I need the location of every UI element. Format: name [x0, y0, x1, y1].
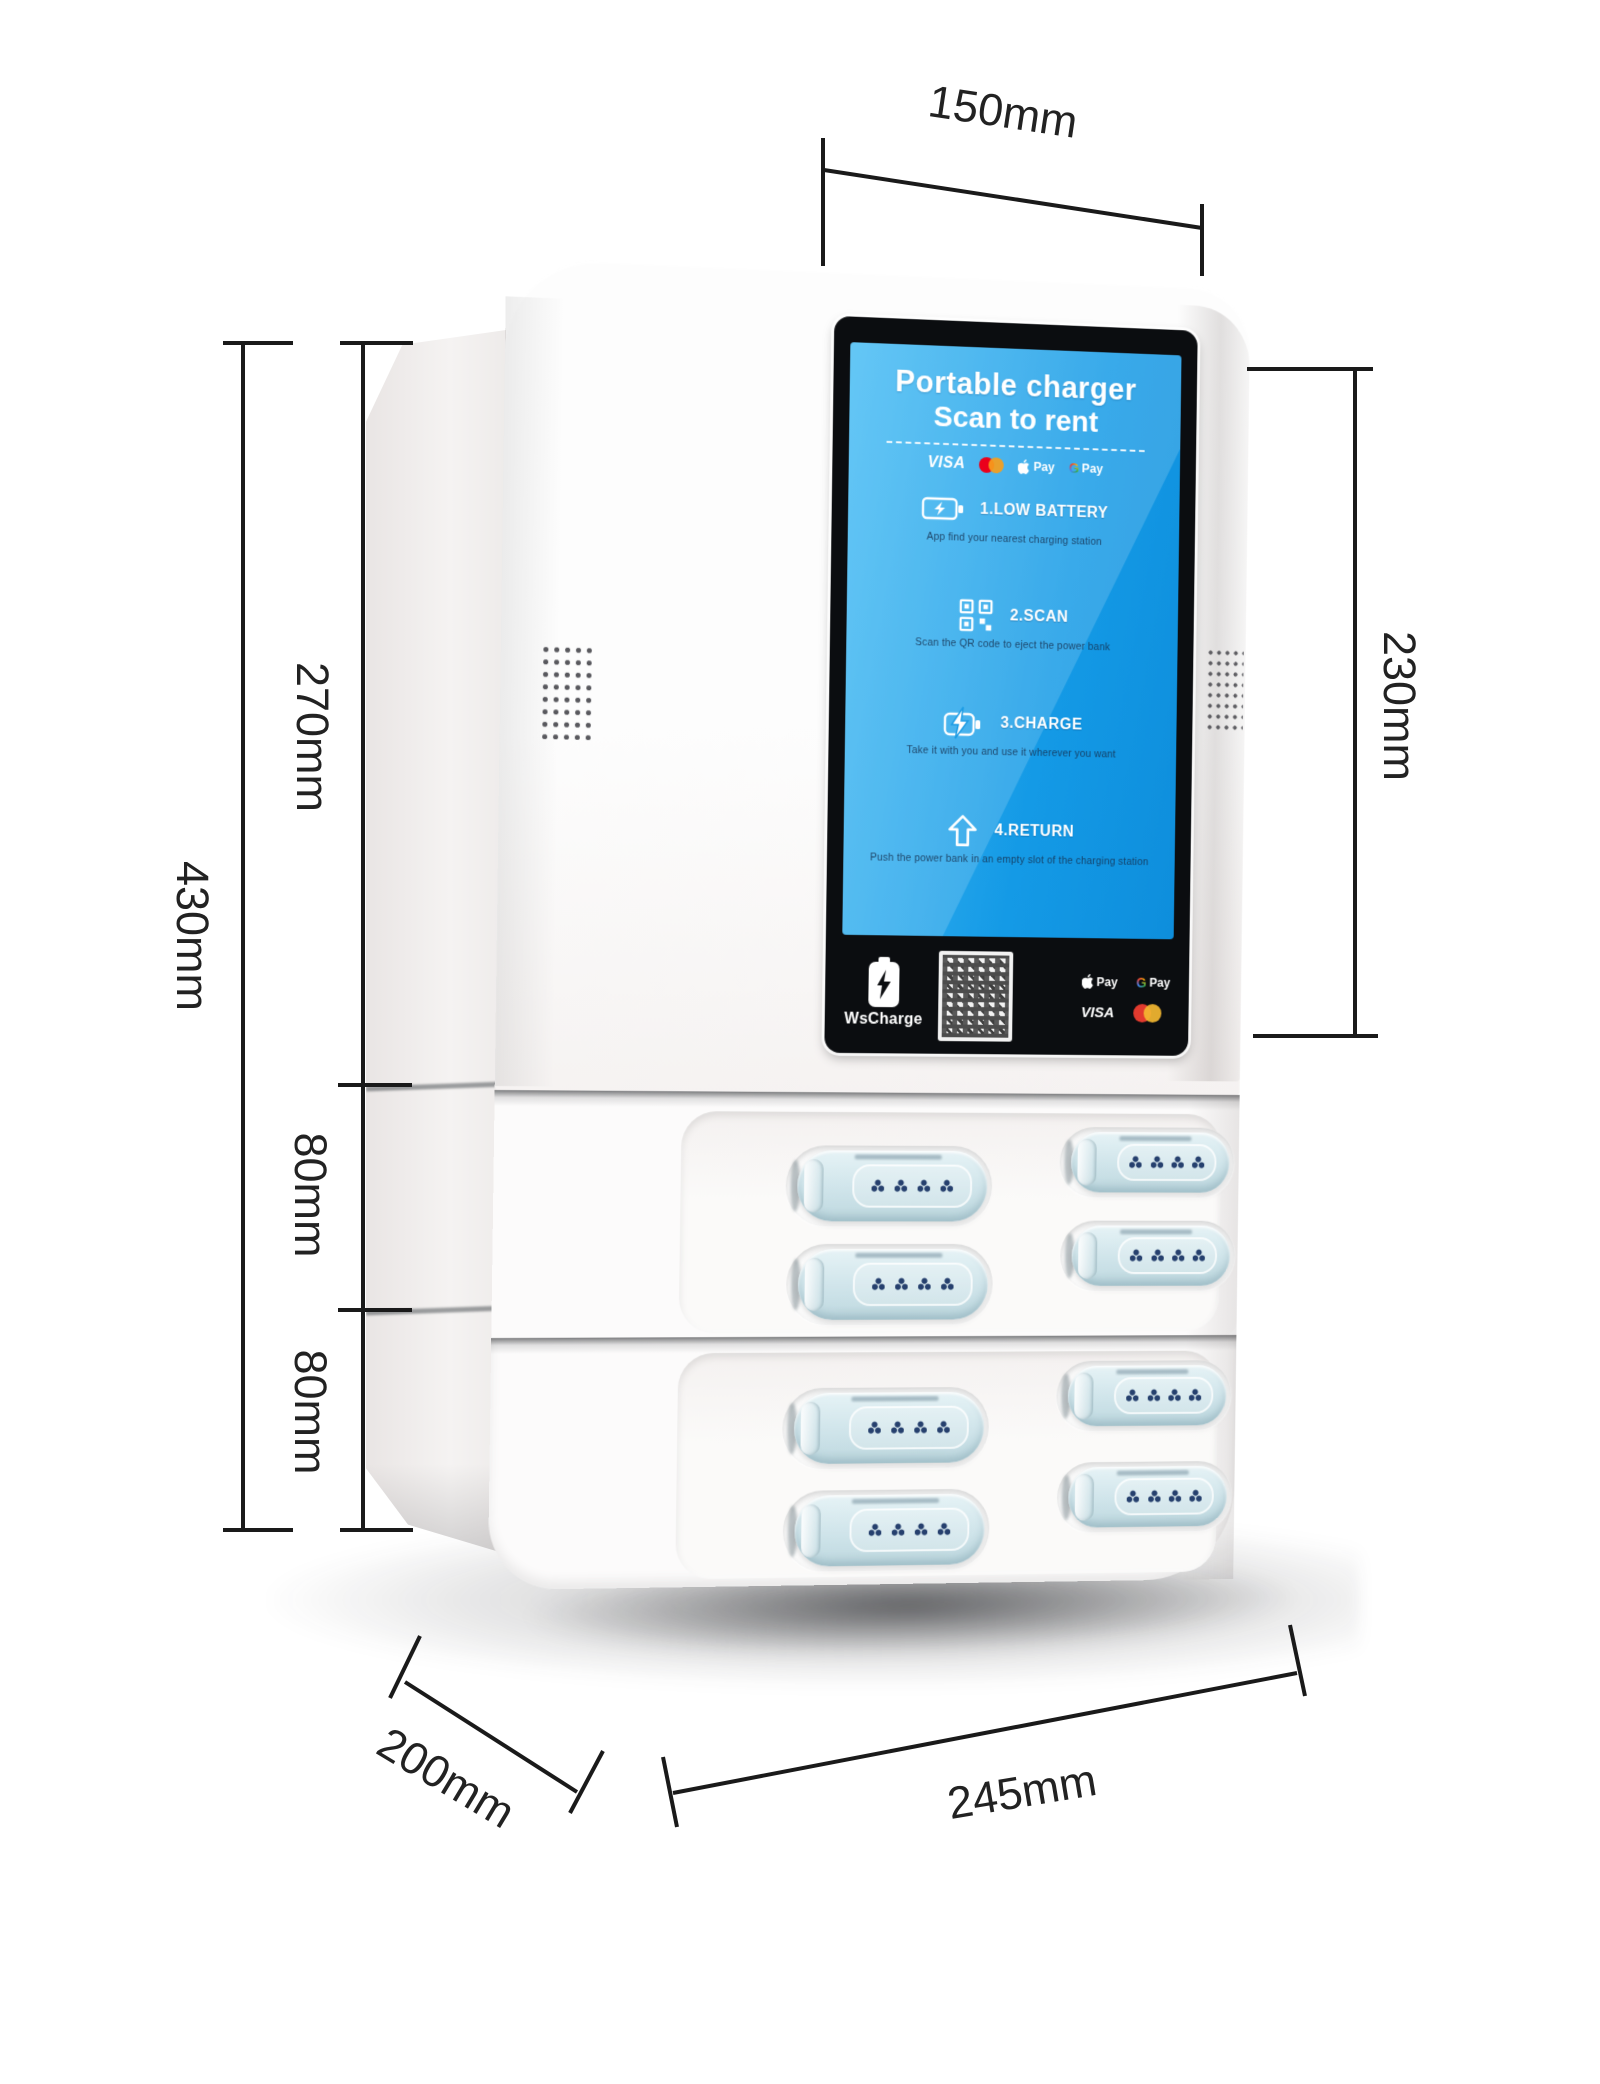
kiosk-side-face	[366, 330, 506, 1554]
dimension-label-module2-height: 80mm	[285, 1349, 336, 1475]
dimension-label-total-height: 430mm	[167, 860, 218, 1012]
dimension-label-head-height: 270mm	[287, 661, 338, 813]
dimension-label-module1-height: 80mm	[285, 1132, 336, 1258]
dimension-label-screen-height: 230mm	[1374, 630, 1425, 782]
